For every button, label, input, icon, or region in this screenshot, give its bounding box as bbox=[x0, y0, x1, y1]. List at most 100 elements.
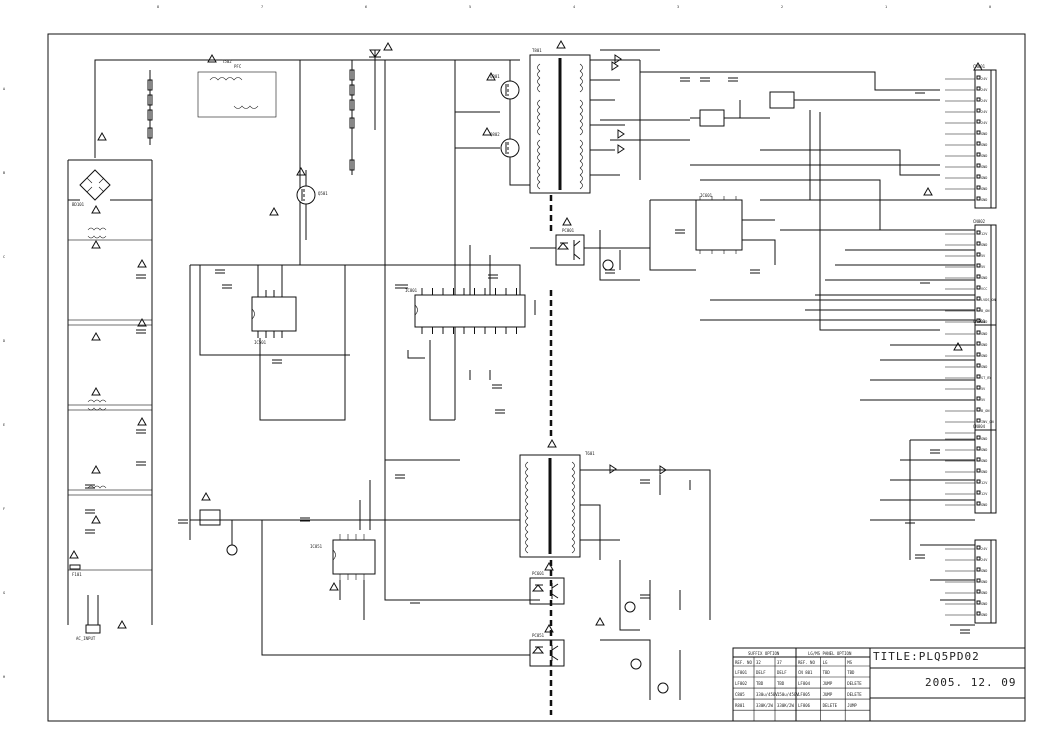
table-cell: LF805 bbox=[798, 692, 811, 697]
table-cell: DELF bbox=[777, 670, 787, 675]
standby-transformer: T601 bbox=[519, 438, 595, 558]
row-marker: B bbox=[3, 171, 5, 175]
connector-pin-label: GND bbox=[981, 320, 987, 324]
table-cell: C805 bbox=[735, 692, 745, 697]
pfc-inductor bbox=[197, 71, 277, 118]
connector-pin-label: GND bbox=[981, 276, 987, 280]
column-marker: 1 bbox=[885, 5, 887, 9]
bridge-label: BD101 bbox=[72, 202, 85, 207]
connector-pin-label: GND bbox=[981, 176, 987, 180]
connector-pin-label: 24V bbox=[981, 77, 988, 81]
connector-cn801: CN80124V24V24V24V24VGNDGNDGNDGNDGNDGNDGN… bbox=[945, 64, 997, 209]
main-pwm-section: Q801 Q802 IC801 bbox=[384, 60, 536, 461]
connector-pin-label: GND bbox=[981, 165, 987, 169]
table-cell: TBD bbox=[847, 670, 855, 675]
table-cell: LF801 bbox=[735, 670, 748, 675]
connector-pin-label: GND bbox=[981, 591, 987, 595]
main-mosfet-high: Q801 bbox=[490, 74, 520, 100]
column-marker: 7 bbox=[261, 5, 263, 9]
standby-section: IC601 bbox=[649, 193, 975, 274]
column-marker: 8 bbox=[157, 5, 159, 9]
option-header-left: SUFFIX OPTION bbox=[748, 651, 780, 656]
fuse-label: F101 bbox=[72, 572, 82, 577]
connector-pin-label: GND bbox=[981, 354, 987, 358]
connector-pin-label: B_ON bbox=[981, 409, 989, 413]
connector-label: CN802 bbox=[973, 219, 986, 224]
opto-mid: PC601 bbox=[529, 571, 565, 605]
table-header-cell: LG bbox=[823, 660, 828, 665]
connector-pin-label: 24V bbox=[981, 121, 988, 125]
connector-label: CN801 bbox=[973, 64, 986, 69]
connector-pin-label: GND bbox=[981, 365, 987, 369]
connector-pin-label: 24V bbox=[981, 110, 988, 114]
column-marker: 0 bbox=[989, 5, 991, 9]
table-cell: DELETE bbox=[847, 692, 862, 697]
column-marker: 5 bbox=[469, 5, 471, 9]
connector-pin-label: 5V bbox=[981, 265, 986, 269]
connector-pin-label: 24V bbox=[981, 88, 988, 92]
row-marker: D bbox=[3, 339, 5, 343]
q-main2-label: Q802 bbox=[490, 132, 500, 137]
table-cell: CN 801 bbox=[798, 670, 813, 675]
main-mosfet-low: Q802 bbox=[490, 132, 520, 158]
connector-pin-label: GND bbox=[981, 132, 987, 136]
q-main1-label: Q801 bbox=[490, 74, 500, 79]
standby-controller-ic: IC851 bbox=[310, 534, 376, 580]
connector-pin-label: INV_ON bbox=[981, 420, 994, 424]
pfc-section: T502 PFC Q501 bbox=[94, 41, 520, 421]
table-header-cell: 32 bbox=[756, 660, 761, 665]
table-header-cell: 37 bbox=[777, 660, 782, 665]
ac-inlet-connector: AC_INPUT bbox=[76, 595, 101, 641]
connector-label: CN803 bbox=[973, 319, 986, 324]
table-cell: R801 bbox=[735, 703, 745, 708]
column-marker: 4 bbox=[573, 5, 575, 9]
connector-pin-label: GND bbox=[981, 332, 987, 336]
connector-pin-label: 12V bbox=[981, 232, 988, 236]
row-marker: E bbox=[3, 423, 5, 427]
table-cell: JUMP bbox=[823, 692, 833, 697]
secondary-rectifiers bbox=[590, 49, 975, 331]
drawing-date: 2005. 12. 09 bbox=[925, 676, 1016, 689]
t502-pfc-label: PFC bbox=[234, 64, 242, 69]
table-cell: TBD bbox=[756, 681, 764, 686]
standby-ic bbox=[695, 199, 743, 251]
connector-cn803: CN803GNDGNDGNDGNDST_BY5V5VB_ONINV_ONA_DI… bbox=[945, 319, 997, 442]
connector-pin-label: 24V bbox=[981, 558, 988, 562]
table-cell: JUMP bbox=[847, 703, 857, 708]
opto-top: PC801 bbox=[555, 228, 585, 266]
connector-pin-label: 5V bbox=[981, 254, 986, 258]
sheet-border bbox=[47, 33, 1026, 722]
table-header-cell: MS bbox=[847, 660, 852, 665]
output-connectors: CN801 24V 24V 24V 24V 24V GND GND GND GND GND GND GN… bbox=[945, 64, 997, 624]
connector-pin-label: GND bbox=[981, 187, 987, 191]
column-marker: 3 bbox=[677, 5, 679, 9]
pwm-controller-ic: IC801 bbox=[405, 288, 526, 334]
connector-pin-label: GND bbox=[981, 198, 987, 202]
main-transformer: T801 bbox=[529, 39, 591, 194]
fuse: F101 bbox=[69, 564, 82, 577]
ac-input-section: BD101 bbox=[67, 131, 153, 641]
table-cell: LF802 bbox=[735, 681, 748, 686]
connector-pin-label: GND bbox=[981, 437, 987, 441]
ic-pwm-label: IC801 bbox=[405, 288, 418, 293]
connector-pin-label: GND bbox=[981, 580, 987, 584]
table-cell: 330K/2W bbox=[777, 703, 794, 708]
connector-pin-label: 24V bbox=[981, 99, 988, 103]
connector-pin-label: B_ON bbox=[981, 309, 989, 313]
title-block: SUFFIX OPTION LG/MS PANEL OPTION REF. NO… bbox=[732, 647, 1026, 722]
table-cell: DELETE bbox=[847, 681, 862, 686]
connector-pin-label: GND bbox=[981, 602, 987, 606]
opto2-label: PC601 bbox=[532, 571, 545, 576]
connector-pin-label: GND bbox=[981, 154, 987, 158]
table-cell: DELF bbox=[756, 670, 766, 675]
row-marker: A bbox=[3, 87, 6, 91]
connector-pin-label: 12V bbox=[981, 492, 988, 496]
connector-pin-label: GND bbox=[981, 343, 987, 347]
table-cell: TBD bbox=[823, 670, 831, 675]
main-trans-label: T801 bbox=[532, 48, 542, 53]
